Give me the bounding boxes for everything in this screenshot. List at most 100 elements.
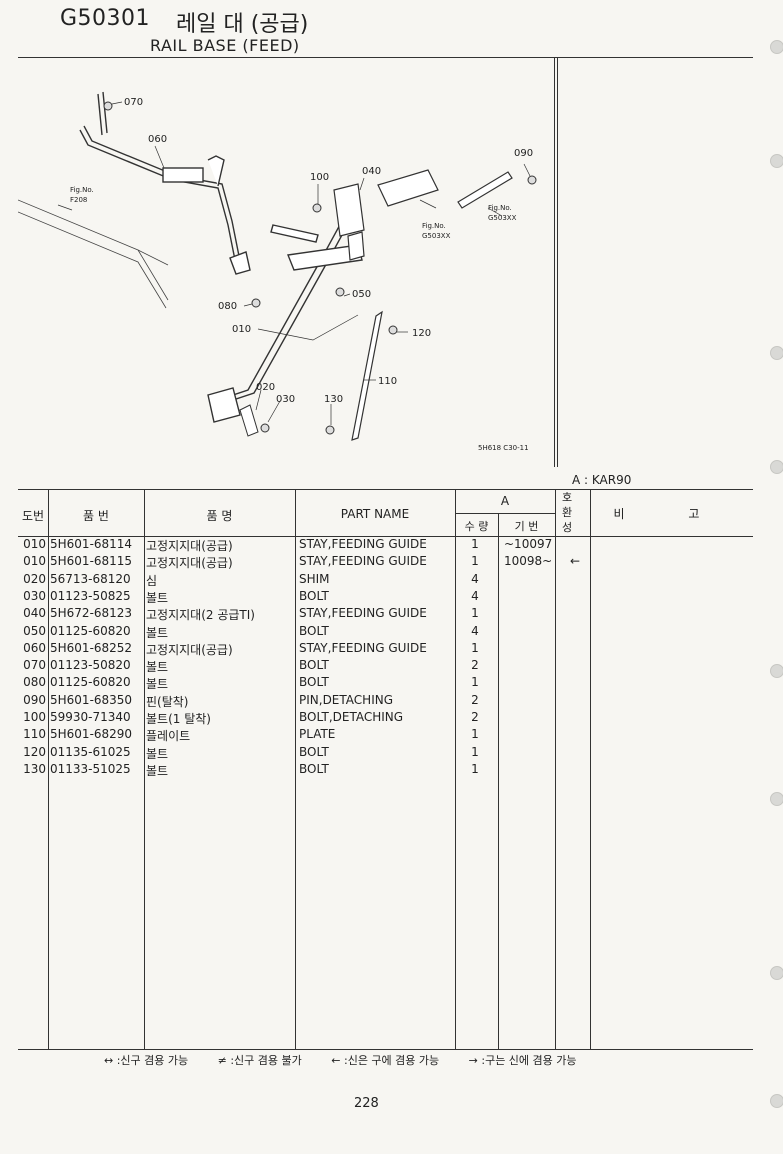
row-part-no: 01135-61025 bbox=[50, 744, 131, 759]
row-qty: 4 bbox=[471, 588, 479, 603]
row-name-ko: 고정지지대(공급) bbox=[146, 556, 233, 571]
row-part-no: 56713-68120 bbox=[50, 571, 131, 586]
legend-item-old-to-new: → :구는 신에 겸용 가능 bbox=[468, 1054, 577, 1067]
header-serial: 기 번 bbox=[514, 520, 539, 533]
row-qty: 1 bbox=[471, 606, 479, 621]
table-row: 030 01123-50825 볼트 BOLT 4 bbox=[18, 589, 753, 606]
title-korean: 레일 대 (공급) bbox=[176, 12, 309, 37]
drawing-number: 5H618 C30-11 bbox=[478, 444, 529, 452]
row-no: 070 bbox=[23, 658, 46, 673]
col-border-4 bbox=[455, 489, 456, 1049]
row-qty: 1 bbox=[471, 744, 479, 759]
row-part-name: STAY,FEEDING GUIDE bbox=[299, 554, 427, 569]
callout-050: 050 bbox=[352, 289, 371, 300]
row-no: 010 bbox=[23, 537, 46, 551]
row-part-name: BOLT bbox=[299, 623, 329, 638]
legend-item-none: ≠ :신구 겸용 불가 bbox=[217, 1054, 302, 1067]
binder-hole bbox=[770, 664, 783, 678]
row-no: 050 bbox=[23, 623, 46, 638]
page-number: 228 bbox=[354, 1096, 379, 1111]
row-no: 080 bbox=[23, 675, 46, 690]
row-part-no: 59930-71340 bbox=[50, 710, 131, 724]
row-part-no: 01125-60820 bbox=[50, 675, 131, 690]
binder-hole bbox=[770, 1094, 783, 1108]
row-qty: 1 bbox=[471, 727, 479, 742]
table-row: 010 5H601-68114 고정지지대(공급) STAY,FEEDING GUID… bbox=[18, 537, 753, 554]
callout-020: 020 bbox=[256, 382, 275, 393]
row-no: 100 bbox=[23, 710, 46, 724]
row-serial: ~10097 bbox=[504, 537, 553, 551]
row-part-no: 01123-50825 bbox=[50, 588, 131, 603]
fig-ref-label-2: Fig.No. bbox=[422, 222, 446, 230]
frame-outline bbox=[17, 199, 169, 309]
callout-030: 030 bbox=[276, 394, 295, 405]
callout-010: 010 bbox=[232, 324, 251, 335]
col-border-6 bbox=[555, 489, 556, 1049]
row-name-ko: 고정지지대(2 공급TI) bbox=[146, 608, 255, 623]
row-name-ko: 볼트 bbox=[146, 660, 169, 675]
binder-hole bbox=[770, 460, 783, 474]
col-border-3 bbox=[295, 489, 296, 1049]
row-qty: 1 bbox=[471, 537, 479, 551]
row-name-ko: 볼트 bbox=[146, 625, 169, 640]
row-part-name: BOLT bbox=[299, 588, 329, 603]
fasteners-drawing bbox=[103, 101, 537, 437]
callout-130: 130 bbox=[324, 394, 343, 405]
row-serial: 10098~ bbox=[504, 554, 553, 569]
row-name-ko: 볼트 bbox=[146, 763, 169, 778]
row-name-ko: 고정지지대(공급) bbox=[146, 642, 233, 657]
header-remarks: 비 고 bbox=[613, 507, 730, 521]
row-part-name: SHIM bbox=[299, 571, 330, 586]
row-part-name: STAY,FEEDING GUIDE bbox=[299, 537, 427, 551]
stay-060-drawing bbox=[79, 91, 251, 275]
col-border-2 bbox=[144, 489, 145, 1049]
fig-ref-label-1: Fig.No. bbox=[70, 186, 94, 194]
diagram-right-border-2 bbox=[557, 57, 558, 467]
header-group: A bbox=[500, 494, 510, 508]
interchangeability-legend: ↔ :신구 겸용 가능 ≠ :신구 겸용 불가 ← :신은 구에 겸용 가능 →… bbox=[104, 1052, 603, 1068]
callout-040: 040 bbox=[362, 166, 381, 177]
table-bottom-rule bbox=[18, 1049, 753, 1050]
diagram-right-border bbox=[554, 57, 555, 467]
row-part-name: PLATE bbox=[299, 727, 336, 742]
row-name-ko: 볼트 bbox=[146, 590, 169, 605]
header-rule bbox=[18, 57, 753, 58]
row-part-name: BOLT,DETACHING bbox=[299, 710, 404, 724]
fig-ref-label-3: Fig.No. bbox=[488, 204, 512, 212]
row-qty: 2 bbox=[471, 692, 479, 707]
col-border-5 bbox=[498, 513, 499, 1049]
row-part-no: 5H601-68114 bbox=[50, 537, 133, 551]
row-name-ko: 고정지지대(공급) bbox=[146, 539, 233, 553]
callout-080: 080 bbox=[218, 301, 237, 312]
binder-hole bbox=[770, 40, 783, 54]
row-part-name: PIN,DETACHING bbox=[299, 692, 394, 707]
row-no: 120 bbox=[23, 744, 46, 759]
callout-110: 110 bbox=[378, 376, 397, 387]
row-qty: 2 bbox=[471, 710, 479, 724]
binder-hole bbox=[770, 792, 783, 806]
row-interchange: ← bbox=[570, 554, 581, 569]
row-no: 020 bbox=[23, 571, 46, 586]
callout-100: 100 bbox=[310, 172, 329, 183]
row-no: 030 bbox=[23, 588, 46, 603]
row-qty: 4 bbox=[471, 623, 479, 638]
row-part-no: 01125-60820 bbox=[50, 623, 131, 638]
row-qty: 1 bbox=[471, 761, 479, 776]
row-part-name: BOLT bbox=[299, 744, 329, 759]
row-name-ko: 플레이트 bbox=[146, 729, 191, 744]
callout-070: 070 bbox=[124, 97, 143, 108]
row-part-no: 5H601-68252 bbox=[50, 640, 133, 655]
row-no: 060 bbox=[23, 640, 46, 655]
header-qty: 수 량 bbox=[464, 520, 489, 533]
row-part-name: STAY,FEEDING GUIDE bbox=[299, 606, 427, 621]
row-no: 130 bbox=[23, 761, 46, 776]
row-name-ko: 볼트 bbox=[146, 677, 169, 692]
row-no: 110 bbox=[23, 727, 46, 742]
